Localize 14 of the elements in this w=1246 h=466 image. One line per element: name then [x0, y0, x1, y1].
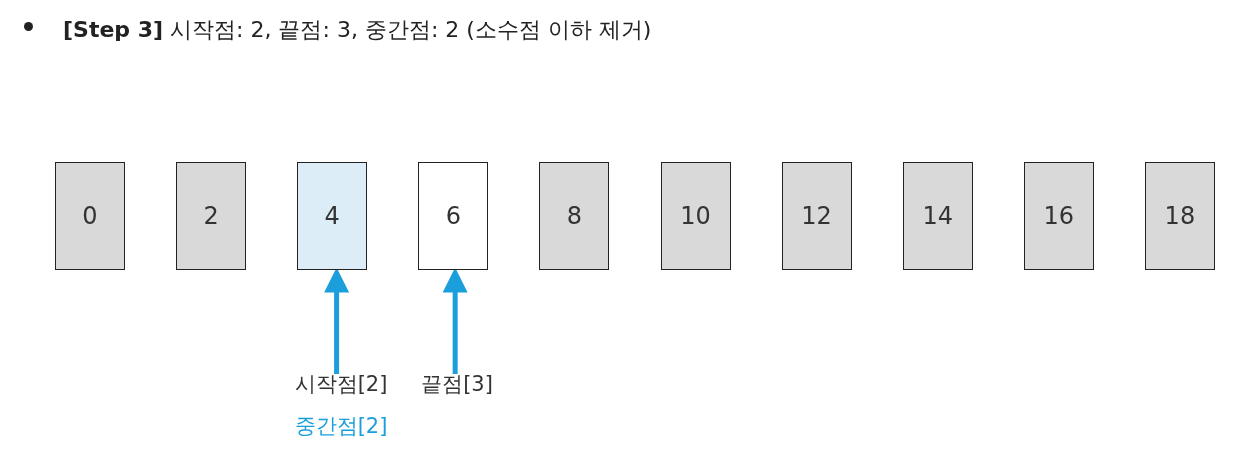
number-card: 0	[55, 162, 125, 270]
pointer-label: 중간점[2]	[294, 413, 388, 440]
number-card: 2	[176, 162, 247, 270]
number-card: 10	[660, 162, 731, 270]
pointer-label: 시작점[2]	[294, 370, 388, 398]
number-card: 14	[902, 162, 973, 270]
title: [Step 3] 시작점: 2, 끝점: 3, 중간점: 2 (소수점 이하 제거)	[63, 16, 652, 44]
number-card: 18	[1144, 162, 1215, 270]
number-card: 6	[418, 162, 489, 270]
number-card: 16	[1023, 162, 1094, 270]
number-card: 12	[781, 162, 852, 270]
number-card: 8	[539, 162, 610, 270]
pointer-label: 끝점[3]	[421, 370, 493, 398]
number-card: 4	[297, 162, 368, 270]
